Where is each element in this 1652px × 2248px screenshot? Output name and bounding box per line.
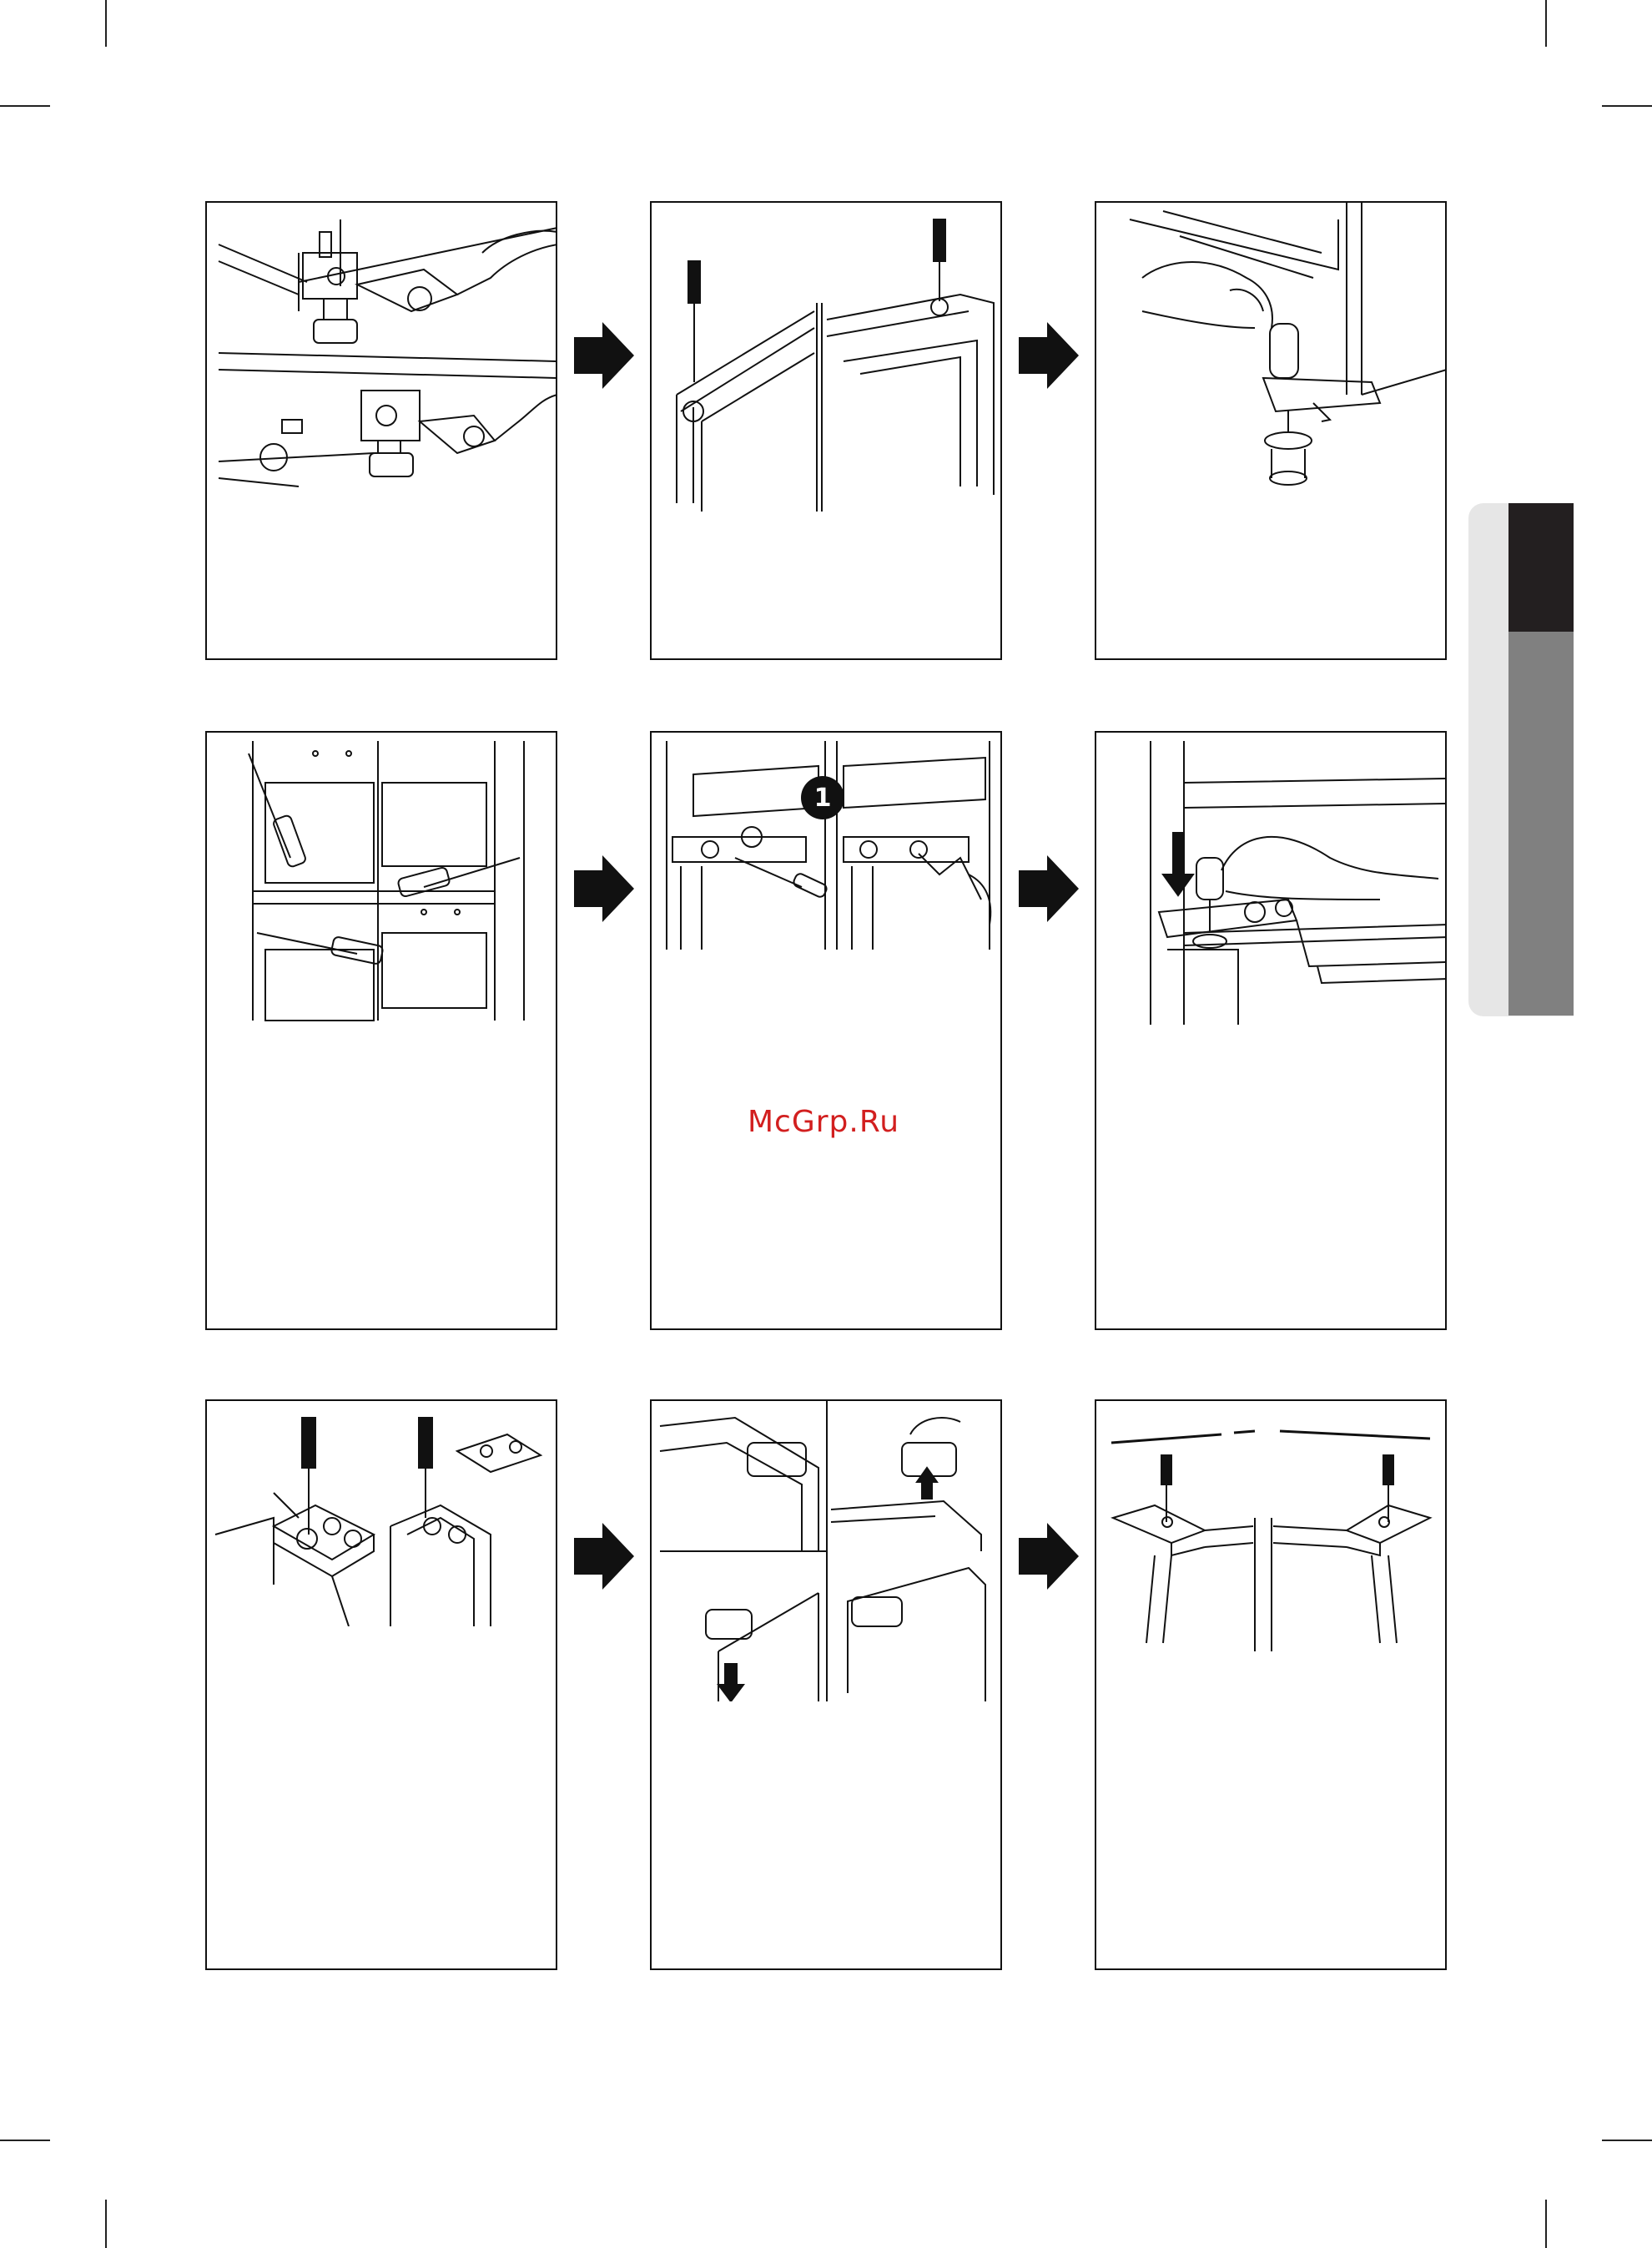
watermark: McGrp.Ru bbox=[748, 1105, 899, 1139]
door-cap-swap-illustration bbox=[652, 1401, 1002, 1701]
step-panel-7 bbox=[205, 1399, 557, 1970]
right-arrow-icon bbox=[1019, 855, 1079, 922]
section-tab-dark bbox=[1508, 503, 1574, 632]
hinge-bracket-wrench-illustration bbox=[652, 733, 1002, 958]
crop-mark bbox=[0, 2140, 50, 2141]
leveling-leg-illustration bbox=[207, 203, 557, 512]
crop-mark bbox=[105, 0, 107, 47]
hinge-pin-insert-illustration bbox=[1096, 733, 1447, 1033]
callout-1: 1 bbox=[801, 776, 844, 819]
door-screwdriver-illustration bbox=[652, 203, 1002, 512]
right-arrow-icon bbox=[574, 1523, 634, 1590]
cabinet-hinge-screwdriver-illustration bbox=[207, 733, 557, 1025]
right-arrow-icon bbox=[574, 855, 634, 922]
step-panel-3 bbox=[1095, 201, 1447, 660]
hinge-plate-screwdriver-illustration bbox=[207, 1401, 557, 1626]
step-panel-8 bbox=[650, 1399, 1002, 1970]
crop-mark bbox=[1545, 0, 1547, 47]
top-hinges-illustration bbox=[1096, 1401, 1447, 1651]
right-arrow-icon bbox=[1019, 322, 1079, 389]
step-panel-2 bbox=[650, 201, 1002, 660]
crop-mark bbox=[1545, 2200, 1547, 2248]
step-panel-5: 1 McGrp.Ru bbox=[650, 731, 1002, 1330]
crop-mark bbox=[1602, 105, 1652, 107]
right-arrow-icon bbox=[574, 322, 634, 389]
crop-mark bbox=[0, 105, 50, 107]
step-panel-6 bbox=[1095, 731, 1447, 1330]
crop-mark bbox=[105, 2200, 107, 2248]
hinge-pin-removal-illustration bbox=[1096, 203, 1447, 512]
step-panel-9 bbox=[1095, 1399, 1447, 1970]
section-tab-mid bbox=[1508, 632, 1574, 1016]
right-arrow-icon bbox=[1019, 1523, 1079, 1590]
crop-mark bbox=[1602, 2140, 1652, 2141]
step-panel-1 bbox=[205, 201, 557, 660]
step-panel-4 bbox=[205, 731, 557, 1330]
